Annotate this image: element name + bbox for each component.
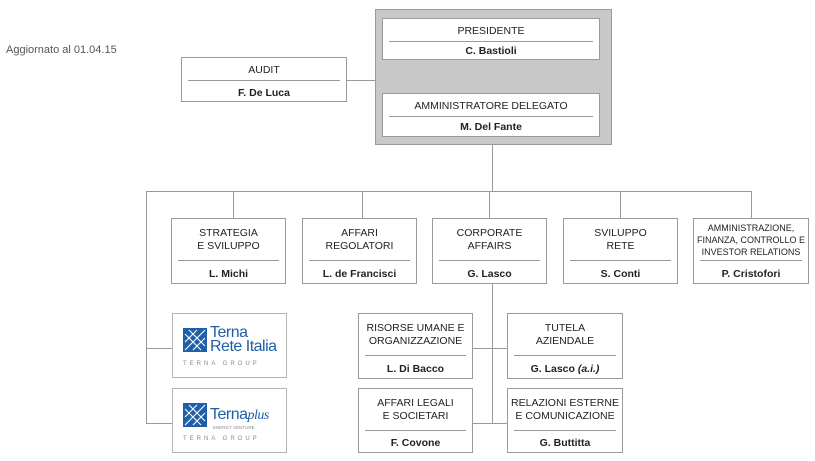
logo-wordmark: Ternaplus <box>210 406 269 424</box>
connector <box>146 423 173 424</box>
department-title: AMMINISTRAZIONE, FINANZA, CONTROLLO E IN… <box>696 223 805 257</box>
department-box: STRATEGIA E SVILUPPO L. Michi <box>171 218 286 284</box>
connector <box>472 423 508 424</box>
terna-rete-italia-logo: Terna Rete Italia TERNA GROUP <box>172 313 287 378</box>
logo-group-text: TERNA GROUP <box>183 361 260 367</box>
logo-wordmark-suffix: plus <box>247 408 270 423</box>
ad-title: AMMINISTRATORE DELEGATO <box>414 100 568 112</box>
amministratore-delegato-box: AMMINISTRATORE DELEGATO M. Del Fante <box>382 93 600 137</box>
updated-label: Aggiornato al 01.04.15 <box>6 44 117 56</box>
department-box: SVILUPPO RETE S. Conti <box>563 218 678 284</box>
sub-unit-head: G. Buttitta <box>539 437 591 449</box>
department-box: CORPORATE AFFAIRS G. Lasco <box>432 218 547 284</box>
logo-wordmark-main: Terna <box>210 406 248 423</box>
connector <box>489 191 490 219</box>
terna-grid-icon <box>183 403 207 427</box>
department-head: L. de Francisci <box>322 268 397 280</box>
sub-unit-head-suffix: (a.i.) <box>577 363 600 375</box>
department-head: P. Cristofori <box>721 268 781 280</box>
terna-plus-logo: Ternaplus ENERGY VENTURE TERNA GROUP <box>172 388 287 453</box>
department-head: S. Conti <box>600 268 641 280</box>
presidente-title: PRESIDENTE <box>457 25 525 37</box>
connector <box>362 191 363 219</box>
logo-tagline: ENERGY VENTURE <box>213 425 255 430</box>
sub-unit-box: RELAZIONI ESTERNE E COMUNICAZIONE G. But… <box>507 388 623 453</box>
sub-unit-box: AFFARI LEGALI E SOCIETARI F. Covone <box>358 388 473 453</box>
department-box: AMMINISTRAZIONE, FINANZA, CONTROLLO E IN… <box>693 218 809 284</box>
department-title: AFFARI REGOLATORI <box>325 227 394 252</box>
connector <box>751 191 752 219</box>
sub-unit-head-name: G. Lasco <box>530 363 575 375</box>
department-head: L. Michi <box>208 268 249 280</box>
connector <box>146 348 173 349</box>
logo-wordmark: Terna Rete Italia <box>210 324 277 355</box>
presidente-box: PRESIDENTE C. Bastioli <box>382 18 600 60</box>
department-title: STRATEGIA E SVILUPPO <box>197 227 260 252</box>
connector <box>492 284 493 424</box>
audit-title: AUDIT <box>248 64 280 76</box>
sub-unit-title: AFFARI LEGALI E SOCIETARI <box>377 397 454 422</box>
audit-name: F. De Luca <box>238 87 290 99</box>
sub-unit-title: RISORSE UMANE E ORGANIZZAZIONE <box>366 322 465 347</box>
sub-unit-head: F. Covone <box>390 437 441 449</box>
presidente-name: C. Bastioli <box>465 45 517 57</box>
ad-name: M. Del Fante <box>460 121 522 133</box>
sub-unit-title: RELAZIONI ESTERNE E COMUNICAZIONE <box>511 397 619 422</box>
department-title: SVILUPPO RETE <box>594 227 647 252</box>
connector <box>472 348 508 349</box>
sub-unit-box: TUTELA AZIENDALE G. Lasco (a.i.) <box>507 313 623 379</box>
department-box: AFFARI REGOLATORI L. de Francisci <box>302 218 417 284</box>
connector <box>346 80 376 81</box>
department-title: CORPORATE AFFAIRS <box>456 227 523 252</box>
sub-unit-head: L. Di Bacco <box>386 363 445 375</box>
connector <box>620 191 621 219</box>
sub-unit-box: RISORSE UMANE E ORGANIZZAZIONE L. Di Bac… <box>358 313 473 379</box>
terna-grid-icon <box>183 328 207 352</box>
connector <box>146 191 147 424</box>
sub-unit-head: G. Lasco (a.i.) <box>508 363 622 375</box>
department-head: G. Lasco <box>467 268 512 280</box>
connector <box>146 191 752 192</box>
connector <box>233 191 234 219</box>
audit-box: AUDIT F. De Luca <box>181 57 347 102</box>
logo-group-text: TERNA GROUP <box>183 436 260 442</box>
sub-unit-title: TUTELA AZIENDALE <box>535 322 595 347</box>
connector <box>492 136 493 192</box>
